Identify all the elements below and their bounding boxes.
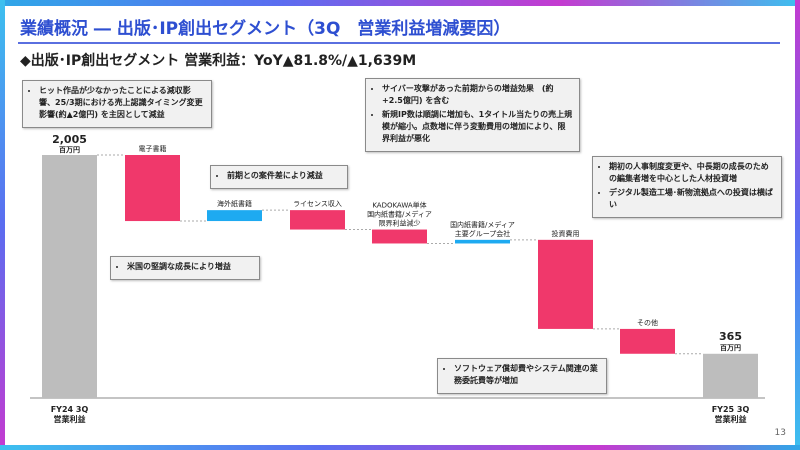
callout-investment-text-1: 期初の人事制度変更や、中長期の成長のための編集者増を中心とした人材投資増: [609, 161, 775, 185]
bar-start-unit-label: 百万円: [59, 146, 80, 154]
bar-step-4: [455, 239, 510, 244]
callout-ebooks: ヒット作品が少なかったことによる減収影響、25/3期における売上認識タイミング変…: [22, 80, 212, 128]
bar-start-category-label-line-1: 営業利益: [54, 414, 86, 424]
bar-step-5: [538, 239, 593, 329]
callout-other: ソフトウェア償却費やシステム関連の業務委託費等が増加: [437, 358, 607, 394]
right-gradient-border: [795, 0, 800, 450]
bar-end-total: [703, 353, 758, 398]
bar-step-3-category-label-line-1: 国内紙書籍/メディア: [367, 210, 432, 219]
bar-step-3: [372, 229, 427, 244]
callout-investment-text-2: デジタル製造工場･新物流拠点への投資は横ばい: [609, 187, 775, 211]
bar-step-5-category-label-line-0: 投資費用: [552, 229, 580, 238]
page-number: 13: [774, 428, 786, 438]
bar-start-value-label: 2,005: [52, 133, 87, 146]
top-gradient-border: [0, 0, 800, 6]
bar-step-1: [207, 210, 262, 222]
callout-license-text: 前期との案件差により減益: [227, 170, 341, 182]
bar-step-1-category-label-line-0: 海外紙書籍: [217, 199, 252, 208]
callout-other-text: ソフトウェア償却費やシステム関連の業務委託費等が増加: [454, 363, 600, 387]
bar-step-3-category-label-line-2: 限界利益減少: [379, 219, 421, 228]
bar-end-category-label-line-0: FY25 3Q: [712, 405, 750, 414]
bar-end-category-label-line-1: 営業利益: [715, 414, 747, 424]
bar-end-value-label: 365: [719, 330, 742, 343]
bar-start-total: [42, 155, 97, 398]
bar-step-6: [620, 328, 675, 354]
slide-subtitle: ◆出版･IP創出セグメント 営業利益：YoY▲81.8%/▲1,639M: [20, 53, 417, 69]
callout-overseas-text: 米国の堅調な成長により増益: [127, 261, 253, 273]
callout-overseas: 米国の堅調な成長により増益: [110, 256, 260, 280]
callout-ebooks-text: ヒット作品が少なかったことによる減収影響、25/3期における売上認識タイミング変…: [39, 85, 205, 121]
bar-step-6-category-label-line-0: その他: [637, 318, 658, 327]
bar-end-unit-label: 百万円: [720, 344, 741, 352]
bar-step-4-category-label-line-0: 国内紙書籍/メディア: [450, 220, 515, 229]
title-divider: [18, 42, 780, 44]
callout-investment: 期初の人事制度変更や、中長期の成長のための編集者増を中心とした人材投資増 デジタ…: [592, 156, 782, 218]
bar-step-2: [290, 210, 345, 230]
bar-step-4-category-label-line-1: 主要グループ会社: [455, 229, 511, 238]
callout-kadokawa: サイバー攻撃があった前期からの増益効果 (約+2.5億円) を含む 新規IP数は…: [365, 78, 580, 152]
bar-step-3-category-label-line-0: KADOKAWA単体: [372, 201, 426, 210]
bar-step-0-category-label-line-0: 電子書籍: [139, 144, 167, 153]
callout-kadokawa-text-2: 新規IP数は順調に増加も、1タイトル当たりの売上規模が縮小。点数増に伴う変動費用…: [382, 109, 573, 145]
bottom-gradient-border: [0, 445, 800, 450]
left-gradient-border: [0, 0, 5, 450]
callout-kadokawa-text-1: サイバー攻撃があった前期からの増益効果 (約+2.5億円) を含む: [382, 83, 573, 107]
bar-step-2-category-label-line-0: ライセンス収入: [293, 200, 342, 208]
slide-title: 業績概況 ― 出版･IP創出セグメント（3Q 営業利益増減要因）: [20, 19, 511, 39]
callout-license: 前期との案件差により減益: [210, 165, 348, 189]
bar-start-category-label-line-0: FY24 3Q: [51, 405, 89, 414]
bar-step-0: [125, 155, 180, 222]
